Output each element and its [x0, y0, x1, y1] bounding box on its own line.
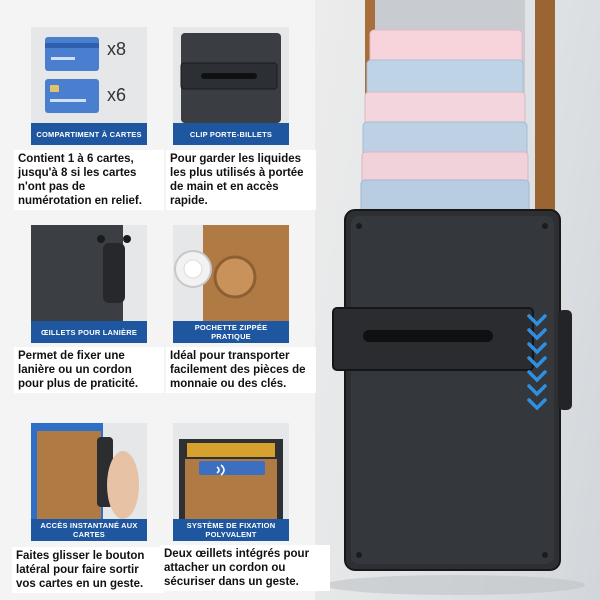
caption-money-clip: Pour garder les liquides les plus utilis…	[166, 150, 316, 210]
capacity-badge-6: x6	[107, 85, 127, 105]
tile-attachment-system: SYSTÈME DE FIXATION POLYVALENT	[173, 423, 289, 541]
banner-card-compartment: COMPARTIMENT À CARTES	[31, 123, 147, 145]
card-stack	[360, 29, 530, 233]
capacity-badge-8: x8	[107, 39, 127, 59]
caption-zipped-pouch: Idéal pour transporter facilement des pi…	[166, 347, 316, 393]
caption-card-compartment: Contient 1 à 6 cartes, jusqu'à 8 si les …	[14, 150, 164, 210]
chevron-down-icon	[527, 314, 547, 411]
hero-wallet	[325, 0, 585, 595]
banner-attachment-system: SYSTÈME DE FIXATION POLYVALENT	[173, 519, 289, 541]
banner-zipped-pouch: POCHETTE ZIPPÉE PRATIQUE	[173, 321, 289, 343]
tile-money-clip: CLIP PORTE-BILLETS	[173, 27, 289, 145]
money-clip	[332, 307, 534, 371]
credit-card-icon	[45, 79, 99, 113]
thumb	[107, 451, 139, 519]
caption-attachment-system: Deux œillets intégrés pour attacher un c…	[160, 545, 330, 591]
caption-instant-access: Faites glisser le bouton latéral pour fa…	[12, 547, 164, 593]
banner-instant-access: ACCÈS INSTANTANÉ AUX CARTES	[31, 519, 147, 541]
tile-lanyard-eyelets: ŒILLETS POUR LANIÈRE	[31, 225, 147, 343]
side-slider	[558, 310, 572, 410]
banner-money-clip: CLIP PORTE-BILLETS	[173, 123, 289, 145]
nfc-icon	[216, 464, 225, 476]
tile-card-compartment: x8 x6 COMPARTIMENT À CARTES	[31, 27, 147, 145]
credit-card-icon	[45, 37, 99, 71]
caption-lanyard-eyelets: Permet de fixer une lanière ou un cordon…	[14, 347, 164, 393]
banner-lanyard-eyelets: ŒILLETS POUR LANIÈRE	[31, 321, 147, 343]
tile-zipped-pouch: POCHETTE ZIPPÉE PRATIQUE	[173, 225, 289, 343]
tile-instant-access: ACCÈS INSTANTANÉ AUX CARTES	[31, 423, 147, 541]
